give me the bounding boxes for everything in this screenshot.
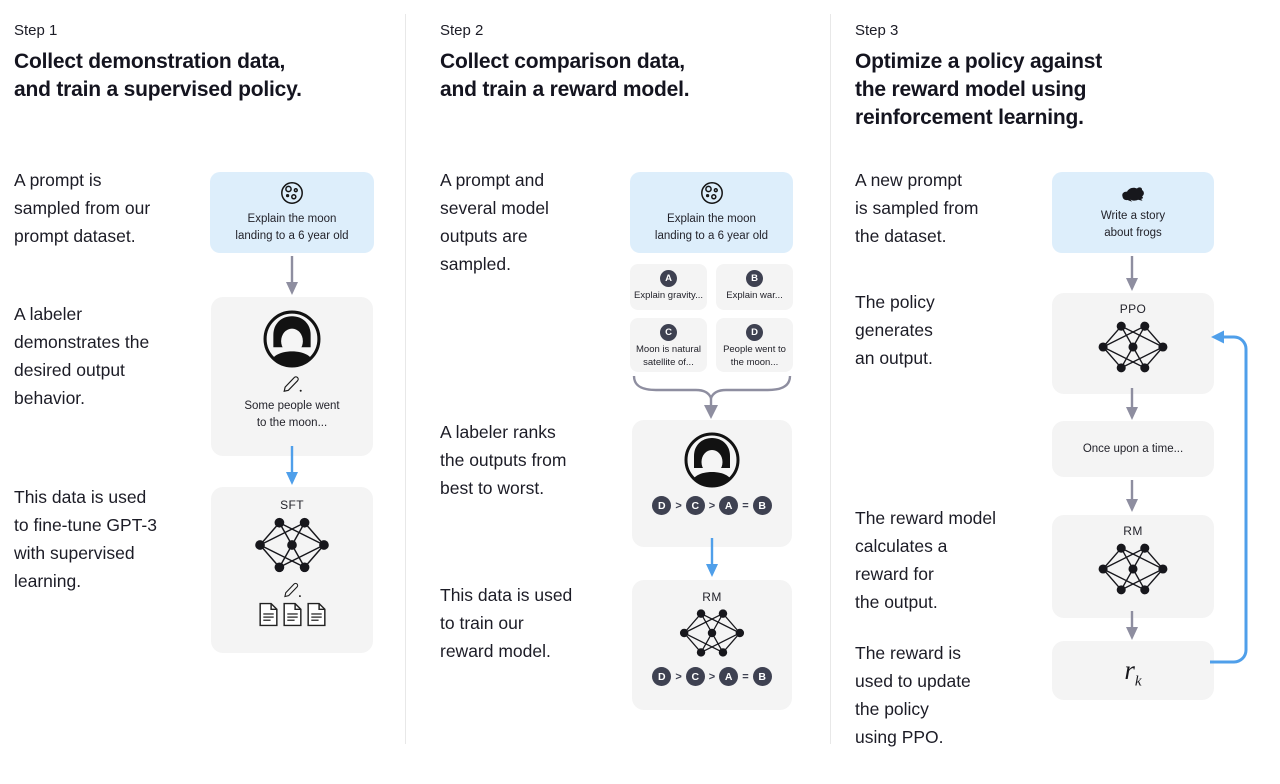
rm-label: RM (702, 590, 722, 604)
step2-prompt-box: Explain the moon landing to a 6 year old (630, 172, 793, 253)
labeler-avatar-icon (684, 432, 740, 488)
feedback-loop-arrow-icon (1210, 330, 1248, 664)
step3-output-box: Once upon a time... (1052, 421, 1214, 477)
step2-prompt-text: Explain the moon landing to a 6 year old (654, 213, 769, 242)
step1-text-data: This data is used to fine-tune GPT-3 wit… (14, 487, 157, 591)
step3-text-policy: The policy generates an output. (855, 292, 935, 368)
output-text: Explain gravity... (634, 290, 703, 301)
step2-rm-box: RM D > C > A = B (632, 580, 792, 710)
reward-symbol: r (1124, 655, 1135, 685)
rank-badge: C (685, 667, 705, 686)
documents-icon (258, 602, 327, 627)
output-badge: A (660, 270, 677, 287)
arrow-down-icon (286, 256, 298, 295)
step1-prompt-text: Explain the moon landing to a 6 year old (235, 213, 349, 242)
rm-label: RM (1123, 524, 1143, 538)
rank-badge: A (719, 496, 739, 515)
output-text: People went to the moon... (723, 344, 786, 368)
rank-badge: B (752, 496, 772, 515)
step3-output-text: Once upon a time... (1082, 442, 1184, 455)
arrow-down-icon (1126, 611, 1138, 640)
ranking-row: D > C > A = B (652, 496, 772, 515)
ppo-label: PPO (1119, 302, 1147, 316)
ranking-row: D > C > A = B (652, 667, 772, 686)
rank-separator: > (708, 670, 716, 683)
neural-network-icon (679, 609, 745, 657)
step2-label: Step 2 (440, 22, 484, 39)
step1-text-labeler: A labeler demonstrates the desired outpu… (14, 304, 150, 408)
labeler-avatar-icon (263, 310, 321, 368)
rank-separator: > (675, 499, 682, 512)
reward-subscript: k (1134, 673, 1142, 690)
document-icon (258, 602, 278, 627)
step1-labeler-box: Some people went to the moon... (211, 297, 373, 456)
pencil-icon (284, 582, 301, 598)
step2-labeler-box: D > C > A = B (632, 420, 792, 547)
output-badge: D (746, 324, 763, 341)
output-card-c: C Moon is natural satellite of... (630, 318, 707, 372)
merge-brace-arrow-icon (632, 375, 792, 419)
rank-separator: > (675, 670, 682, 683)
step2-text-labeler: A labeler ranks the outputs from best to… (440, 422, 567, 498)
step3-heading: Optimize a policy against the reward mod… (855, 50, 1103, 129)
output-card-a: A Explain gravity... (630, 264, 707, 310)
output-text: Moon is natural satellite of... (636, 344, 701, 368)
document-icon (282, 602, 302, 627)
rank-badge: B (752, 667, 772, 686)
column-divider (830, 14, 831, 744)
output-card-d: D People went to the moon... (716, 318, 793, 372)
step3-rm-box: RM (1052, 515, 1214, 618)
neural-network-icon (1098, 543, 1168, 595)
rank-separator: > (708, 499, 716, 512)
step3-prompt-text: Write a story about frogs (1100, 210, 1166, 239)
step3-label: Step 3 (855, 22, 899, 39)
step2-heading: Collect comparison data, and train a rew… (440, 50, 690, 101)
rank-badge: A (719, 667, 739, 686)
document-icon (306, 602, 326, 627)
rank-separator: = (742, 670, 749, 683)
arrow-down-icon (706, 538, 718, 577)
arrow-down-icon (1126, 256, 1138, 291)
step1-heading: Collect demonstration data, and train a … (14, 50, 302, 101)
output-card-b: B Explain war... (716, 264, 793, 310)
step3-text-prompt: A new prompt is sampled from the dataset… (855, 170, 979, 246)
output-text: Explain war... (726, 290, 783, 301)
step3-text-update: The reward is used to update the policy … (855, 643, 971, 747)
step1-sft-box: SFT (211, 487, 373, 653)
step1-text-prompt: A prompt is sampled from our prompt data… (14, 170, 151, 246)
step1-label: Step 1 (14, 22, 58, 39)
output-badge: B (746, 270, 763, 287)
step2-text-data: This data is used to train our reward mo… (440, 585, 573, 661)
step1-labeler-text: Some people went to the moon... (244, 400, 340, 429)
sft-label: SFT (280, 498, 304, 512)
rank-separator: = (742, 499, 749, 512)
arrow-down-icon (1126, 388, 1138, 420)
step2-text-prompt: A prompt and several model outputs are s… (440, 170, 549, 274)
step3-prompt-box: Write a story about frogs (1052, 172, 1214, 253)
arrow-down-icon (1126, 480, 1138, 512)
neural-network-icon (1098, 321, 1168, 373)
rank-badge: D (652, 667, 672, 686)
output-badge: C (660, 324, 677, 341)
step3-ppo-box: PPO (1052, 293, 1214, 394)
column-divider (405, 14, 406, 744)
rank-badge: C (685, 496, 705, 515)
reward-value: rk (1124, 655, 1142, 690)
rank-badge: D (652, 496, 672, 515)
frog-icon (1122, 187, 1144, 203)
moon-icon (700, 182, 723, 205)
arrow-down-icon (286, 446, 298, 485)
moon-icon (281, 182, 303, 205)
step3-reward-box: rk (1052, 641, 1214, 700)
step1-prompt-box: Explain the moon landing to a 6 year old (210, 172, 374, 253)
pencil-icon (283, 376, 302, 393)
neural-network-icon (255, 517, 329, 573)
step3-text-reward: The reward model calculates a reward for… (855, 508, 997, 612)
